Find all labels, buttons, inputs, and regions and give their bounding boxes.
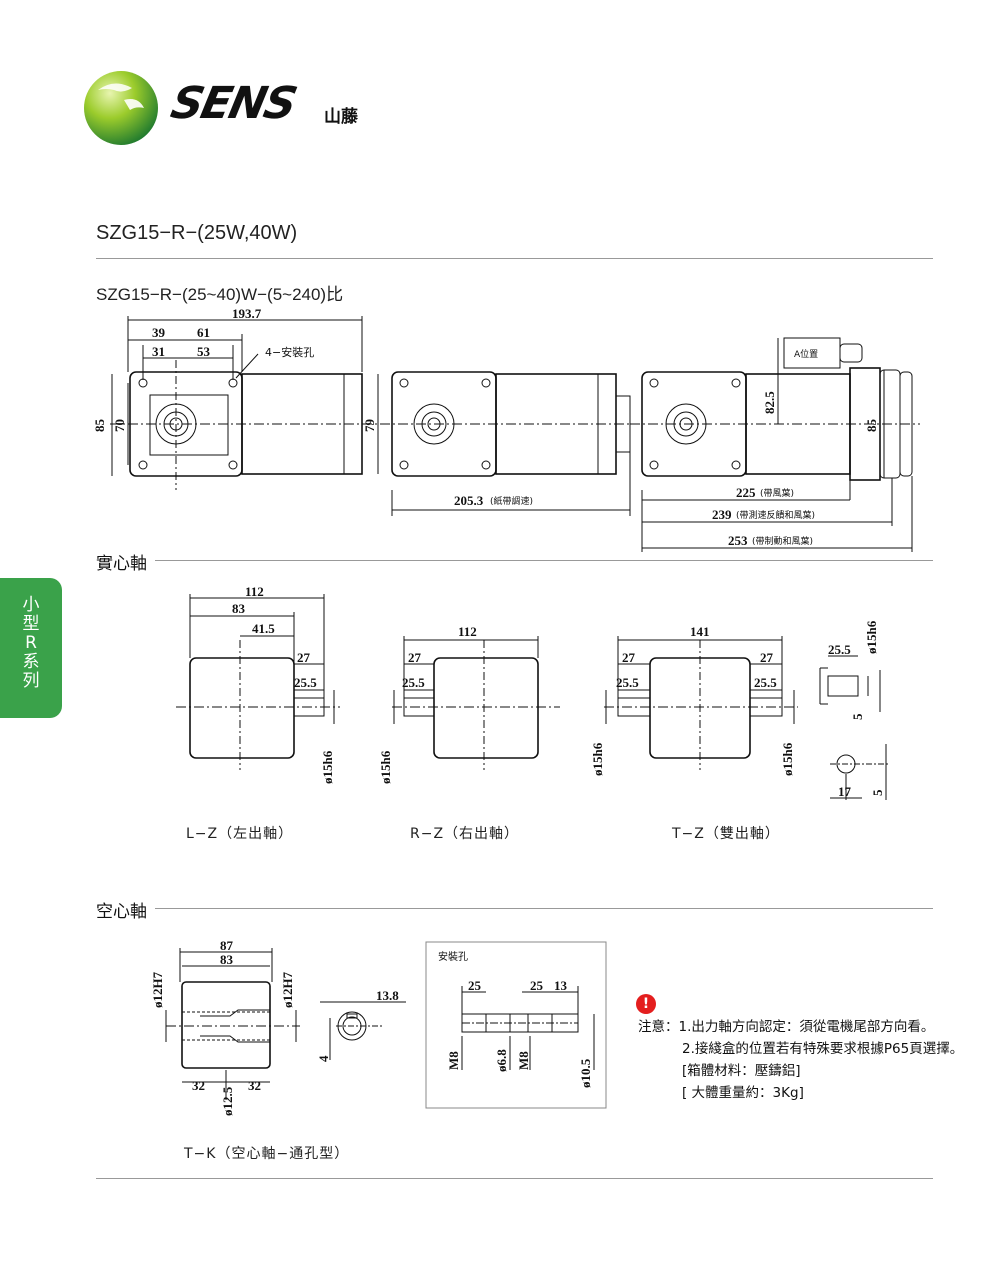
dim-85b: 85 bbox=[864, 419, 879, 433]
tk-phi12-right: ø12H7 bbox=[280, 971, 295, 1008]
tk-dim-32r: 32 bbox=[248, 1078, 261, 1093]
dim-193: 193.7 bbox=[232, 306, 262, 321]
series-tab-char: 小 bbox=[22, 595, 40, 615]
rz-dim-112: 112 bbox=[458, 624, 477, 639]
lz-dim-27: 27 bbox=[297, 650, 311, 665]
caption-tk: T−K（空心軸−通孔型） bbox=[184, 1146, 350, 1162]
brand-wordmark: SENS bbox=[166, 78, 300, 129]
dim-205-note: (紙帶調速) bbox=[490, 495, 533, 507]
tz-dim-27r: 27 bbox=[760, 650, 774, 665]
top-drawings: 193.7 39 61 31 53 4−安裝孔 85 70 79 205.3 (… bbox=[92, 306, 920, 552]
tz-dim-25l: 25.5 bbox=[616, 675, 639, 690]
brand-cn: 山藤 bbox=[324, 107, 358, 127]
mount-phi10-5: ø10.5 bbox=[578, 1058, 593, 1088]
dim-79: 79 bbox=[362, 419, 377, 433]
dim-239: 239 bbox=[712, 507, 732, 522]
key-dim-13-8: 13.8 bbox=[376, 988, 399, 1003]
dim-225-note: (帶風葉) bbox=[760, 487, 794, 499]
notes: 注意：1.出力軸方向認定：須從電機尾部方向看。 2.接綫盒的位置若有特殊要求根據… bbox=[638, 1016, 963, 1104]
lz-dim-83: 83 bbox=[232, 601, 246, 616]
page-subtitle: SZG15−R−(25~40)W−(5~240)比 bbox=[96, 285, 344, 304]
mount-dim-13: 13 bbox=[554, 978, 568, 993]
dim-31: 31 bbox=[152, 344, 165, 359]
brand-logo: SENS 山藤 bbox=[84, 68, 384, 148]
tk-dim-83: 83 bbox=[220, 952, 234, 967]
lz-phi15: ø15h6 bbox=[320, 750, 335, 784]
caption-lz: L−Z（左出軸） bbox=[186, 826, 294, 842]
dim-61: 61 bbox=[197, 325, 210, 340]
lz-dim-41: 41.5 bbox=[252, 621, 275, 636]
warning-icon: ! bbox=[636, 994, 656, 1014]
caption-rz: R−Z（右出軸） bbox=[410, 826, 520, 842]
rz-dim-27: 27 bbox=[408, 650, 422, 665]
hollow-shaft-drawings: 87 83 ø12H7 ø12H7 32 32 ø12.5 13.8 4 安裝孔… bbox=[150, 938, 607, 1116]
tz-dim-27l: 27 bbox=[622, 650, 636, 665]
mount-m8-mid: M8 bbox=[516, 1051, 531, 1070]
lz-dim-25: 25.5 bbox=[294, 675, 317, 690]
tk-phi12-5: ø12.5 bbox=[220, 1086, 235, 1116]
dim-39: 39 bbox=[152, 325, 166, 340]
mount-box-label: 安裝孔 bbox=[438, 950, 468, 963]
dim-239-note: (帶測速反饋和風葉) bbox=[736, 509, 815, 521]
tk-dim-87: 87 bbox=[220, 938, 234, 953]
series-tab-char: 列 bbox=[22, 671, 40, 691]
dim-53: 53 bbox=[197, 344, 211, 359]
note-line-4: [ 大體重量約：3Kg] bbox=[682, 1085, 804, 1101]
mount-m8-left: M8 bbox=[446, 1051, 461, 1070]
dim-70: 70 bbox=[112, 419, 127, 432]
a-position-label: A位置 bbox=[794, 348, 818, 360]
mount-dim-25b: 25 bbox=[530, 978, 544, 993]
footer-divider bbox=[96, 1178, 933, 1179]
series-tab-char: 型 bbox=[22, 614, 40, 634]
logo-globe-icon bbox=[84, 71, 158, 145]
rz-phi15: ø15h6 bbox=[378, 750, 393, 784]
key-dim-5: 5 bbox=[850, 713, 865, 720]
dim-82: 82.5 bbox=[762, 391, 777, 414]
dim-253-note: (帶制動和風葉) bbox=[752, 535, 813, 547]
key-dim-5b: 5 bbox=[870, 789, 885, 796]
mount-holes-label: 4−安裝孔 bbox=[265, 345, 314, 359]
mount-dim-25a: 25 bbox=[468, 978, 482, 993]
series-tab-char: R bbox=[25, 633, 37, 653]
tk-dim-32l: 32 bbox=[192, 1078, 205, 1093]
note-line-3: [箱體材料：壓鑄鋁] bbox=[682, 1063, 801, 1079]
series-tab: 小 型 R 系 列 bbox=[0, 578, 62, 718]
key-phi15: ø15h6 bbox=[864, 620, 879, 654]
page-title: SZG15−R−(25W,40W) bbox=[96, 222, 298, 244]
dim-225: 225 bbox=[736, 485, 756, 500]
title-divider bbox=[96, 258, 933, 259]
dim-85: 85 bbox=[92, 419, 107, 433]
note-line-1: 注意：1.出力軸方向認定：須從電機尾部方向看。 bbox=[638, 1019, 935, 1035]
caption-tz: T−Z（雙出軸） bbox=[672, 826, 780, 842]
tz-phi15r: ø15h6 bbox=[780, 742, 795, 776]
key-dim-17: 17 bbox=[838, 784, 852, 799]
solid-divider bbox=[96, 560, 933, 561]
key-dim-4: 4 bbox=[316, 1055, 331, 1062]
section-solid-shaft: 實心軸 bbox=[96, 549, 155, 574]
section-hollow-shaft: 空心軸 bbox=[96, 897, 155, 922]
tz-dim-25r: 25.5 bbox=[754, 675, 777, 690]
tz-dim-141: 141 bbox=[690, 624, 710, 639]
hollow-divider bbox=[96, 908, 933, 909]
key-dim-25: 25.5 bbox=[828, 642, 851, 657]
note-line-2: 2.接綫盒的位置若有特殊要求根據P65頁選擇。 bbox=[682, 1041, 964, 1057]
tk-phi12-left: ø12H7 bbox=[150, 971, 165, 1008]
series-tab-char: 系 bbox=[22, 652, 40, 672]
tz-phi15l: ø15h6 bbox=[590, 742, 605, 776]
solid-shaft-drawings: 112 83 41.5 27 25.5 ø15h6 112 27 25.5 ø1… bbox=[176, 584, 888, 800]
dim-205: 205.3 bbox=[454, 493, 484, 508]
lz-dim-112: 112 bbox=[245, 584, 264, 599]
rz-dim-25: 25.5 bbox=[402, 675, 425, 690]
mount-phi6-8: ø6.8 bbox=[494, 1049, 509, 1072]
dim-253: 253 bbox=[728, 533, 748, 548]
